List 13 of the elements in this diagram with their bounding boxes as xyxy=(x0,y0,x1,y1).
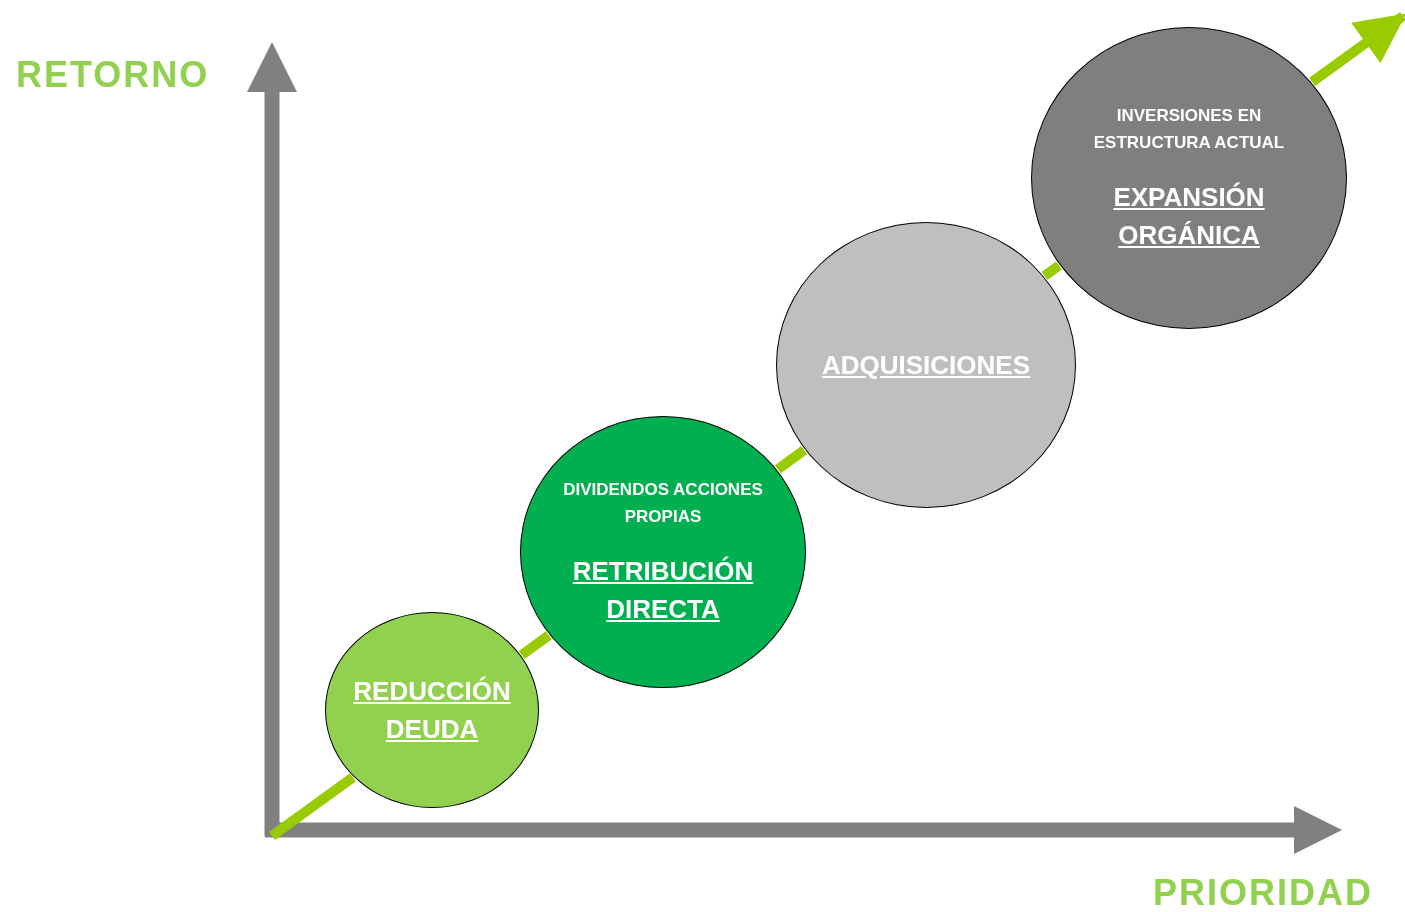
connector-arrow xyxy=(1309,11,1405,86)
circle-title: REDUCCIÓN DEUDA xyxy=(352,675,512,746)
circle-subtitle: DIVIDENDOS ACCIONES PROPIAS xyxy=(562,479,764,528)
axis-label: RETORNO xyxy=(16,54,210,96)
connector-line xyxy=(518,631,552,659)
connector-line xyxy=(269,773,356,841)
connector-line xyxy=(1041,261,1062,280)
circle-subtitle: INVERSIONES EN ESTRUCTURA ACTUAL xyxy=(1092,105,1286,154)
circle-title: EXPANSIÓN ORGÁNICA xyxy=(1112,181,1266,252)
circle-title: ADQUISICIONES xyxy=(822,349,1030,382)
connector-line xyxy=(774,446,808,474)
axis-label: PRIORIDAD xyxy=(1153,872,1373,912)
circle-title: RETRIBUCIÓN DIRECTA xyxy=(571,555,755,626)
